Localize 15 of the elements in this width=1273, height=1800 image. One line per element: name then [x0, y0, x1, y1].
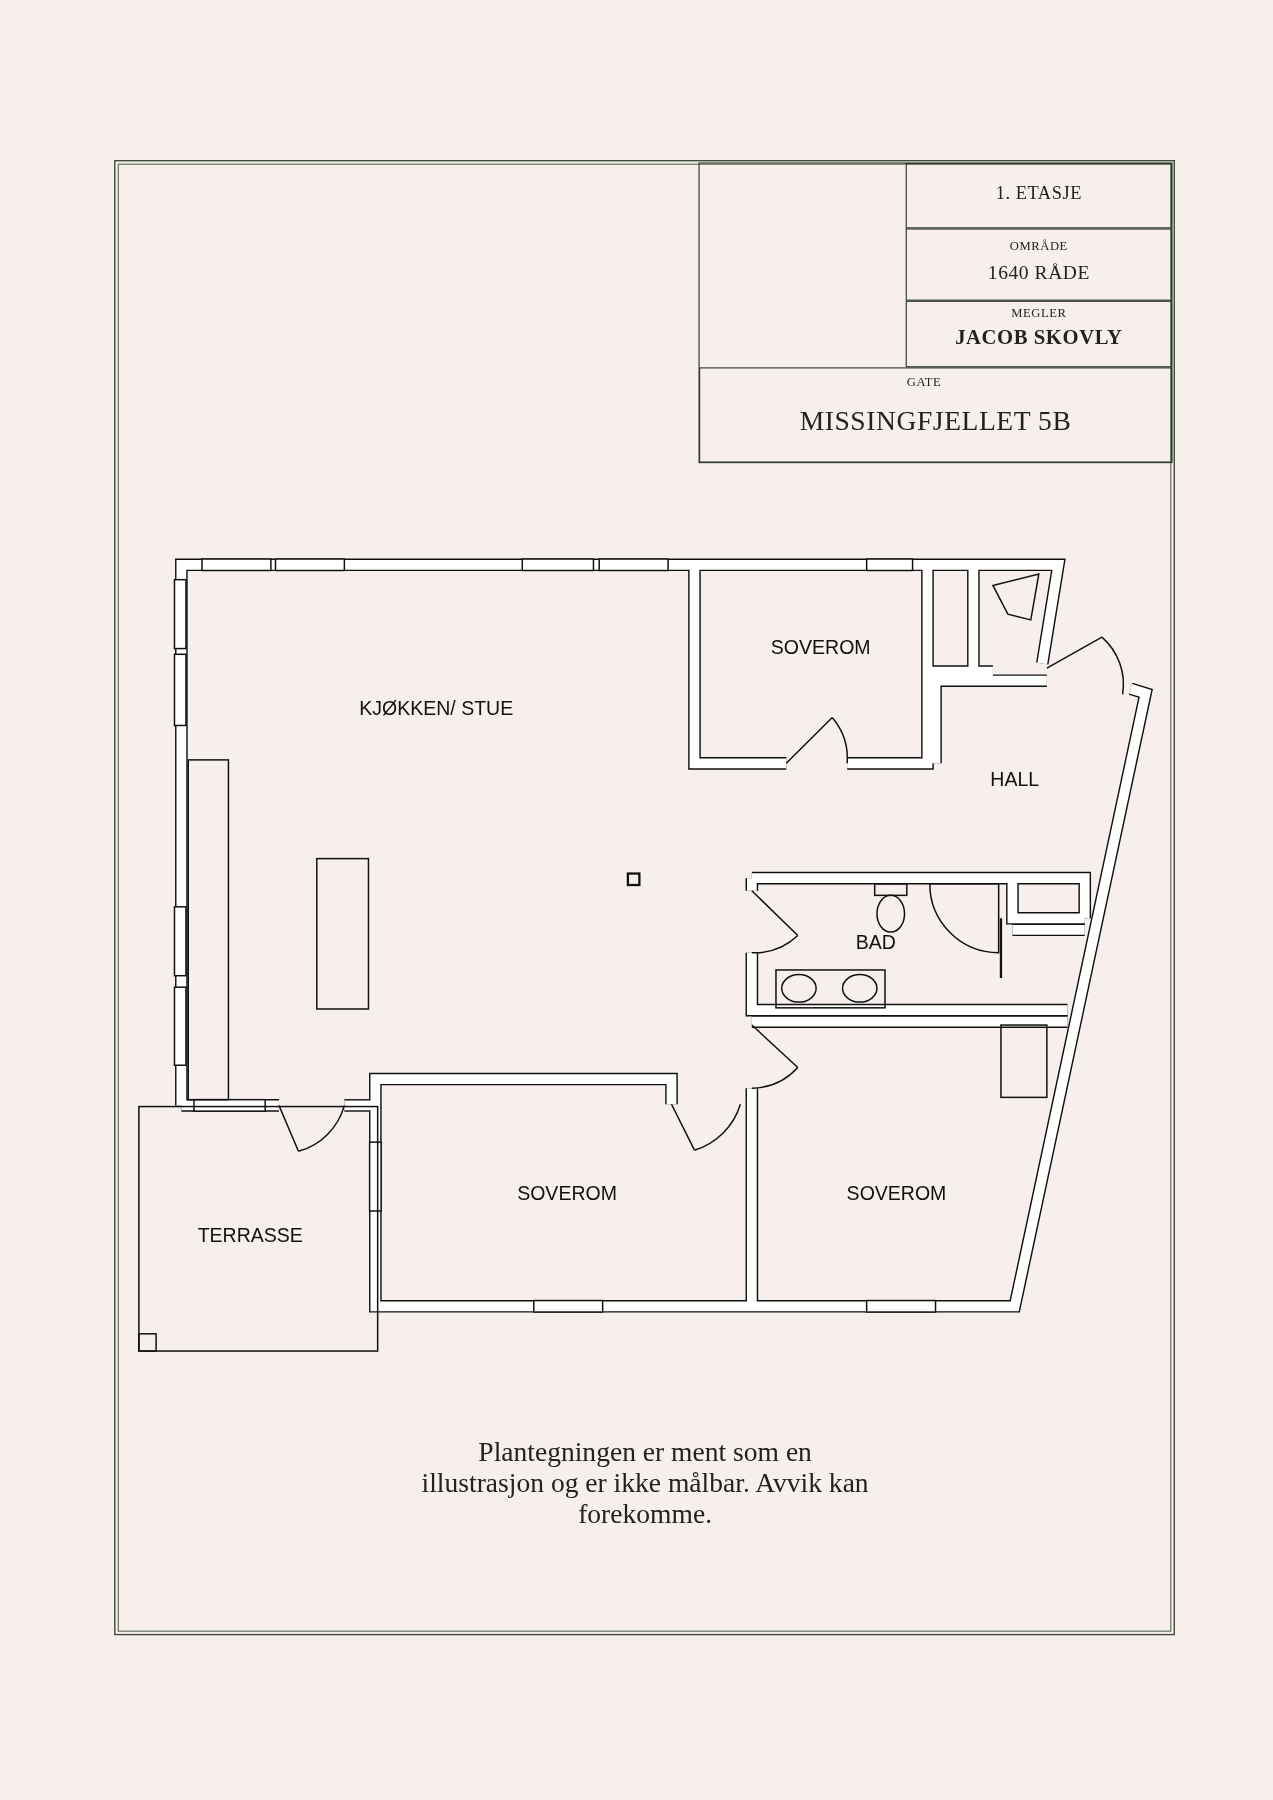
disclaimer-text: Plantegningen er ment som en illustrasjon og er ikke målbar. Avvik kan forekomme.	[420, 1437, 870, 1531]
room-label: BAD	[855, 932, 896, 956]
room-label: HALL	[990, 769, 1040, 793]
area-value: 1640 RÅDE	[987, 261, 1091, 285]
room-label: SOVEROM	[517, 1182, 617, 1206]
room-label: SOVEROM	[770, 637, 871, 661]
street-address: MISSINGFJELLET 5B	[799, 406, 1072, 438]
room-label: TERRASSE	[197, 1224, 303, 1248]
room-label: KJØKKEN/ STUE	[359, 697, 514, 721]
field-label: GATE	[906, 374, 942, 388]
field-label: MEGLER	[1011, 305, 1067, 320]
floor-label: 1. ETASJE	[995, 182, 1082, 204]
room-label: SOVEROM	[846, 1182, 947, 1206]
field-label: OMRÅDE	[1009, 238, 1068, 253]
agent-name: JACOB SKOVLY	[955, 326, 1123, 351]
